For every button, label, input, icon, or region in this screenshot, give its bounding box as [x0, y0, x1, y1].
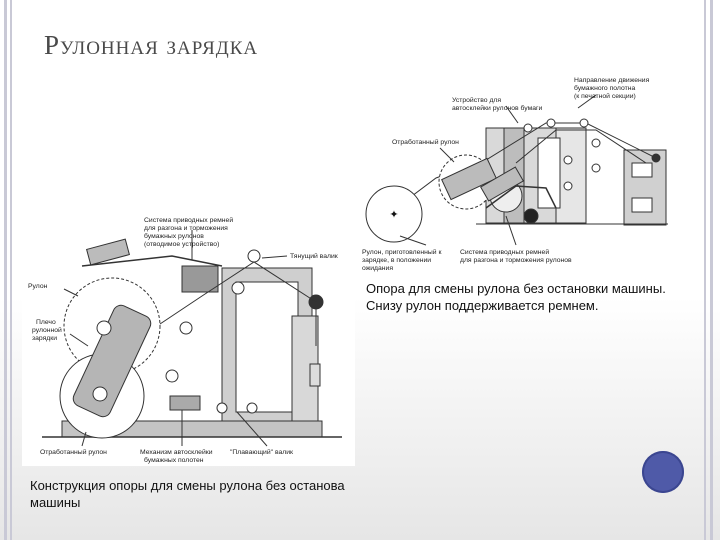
left-border-rail-inner: [10, 0, 12, 540]
label-pull-roller: Тянущий валик: [290, 252, 338, 260]
label-arm-3: зарядки: [32, 335, 57, 342]
label-belt-system-2: для разгона и торможения: [144, 225, 228, 232]
slide-title: Рулонная зарядка: [44, 30, 259, 60]
label-splice-mechanism-2: бумажных полотен: [144, 456, 204, 464]
caption-left-figure: Конструкция опоры для смены рулона без о…: [30, 478, 345, 510]
label-roll: Рулон: [28, 283, 48, 290]
reel-stand-diagram: Система приводных ремней для разгона и т…: [22, 196, 355, 466]
label-ready-roll-3: ожидания: [362, 265, 393, 272]
label-splicer-1: Устройство для: [452, 96, 501, 104]
label-direction-2: бумажного полотна: [574, 84, 635, 92]
right-border-rail-inner: [704, 0, 706, 540]
label-belt-system-1: Система приводных ремней: [144, 216, 233, 224]
label-belt-system-3: бумажных рулонов: [144, 232, 204, 240]
label-direction-3: (к печатной секции): [574, 92, 636, 100]
label-spent-roll: Отработанный рулон: [392, 138, 459, 146]
label-arm-2: рулонной: [32, 326, 62, 334]
left-border-rail: [4, 0, 7, 540]
right-border-rail: [710, 0, 713, 540]
label-splice-mechanism-1: Механизм автосклейки: [140, 448, 213, 456]
label-belts-1: Система приводных ремней: [460, 248, 549, 256]
caption-right-figure: Опора для смены рулона без остановки маш…: [366, 281, 666, 313]
reel-stand-drawing: Система приводных ремней для разгона и т…: [28, 216, 342, 464]
label-belts-2: для разгона и торможения рулонов: [460, 257, 572, 264]
roll-center-mark: ✦: [389, 209, 398, 221]
label-spent-roll: Отработанный рулон: [40, 448, 107, 456]
label-floating-roller: "Плавающий" валик: [230, 448, 293, 456]
label-ready-roll-2: зарядке, в положении: [362, 257, 431, 264]
slide-nav-button[interactable]: [642, 451, 684, 493]
label-belt-system-4: (отводимое устройство): [144, 240, 219, 248]
label-splicer-2: автосклейки рулонов бумаги: [452, 104, 543, 112]
label-arm-1: Плечо: [36, 319, 56, 326]
label-direction-1: Направление движения: [574, 77, 650, 84]
label-ready-roll-1: Рулон, приготовленный к: [362, 248, 441, 256]
reel-splicer-drawing: ✦ Направление движения бумажного полотна…: [362, 77, 668, 272]
reel-splicer-diagram: ✦ Направление движения бумажного полотна…: [356, 68, 674, 280]
